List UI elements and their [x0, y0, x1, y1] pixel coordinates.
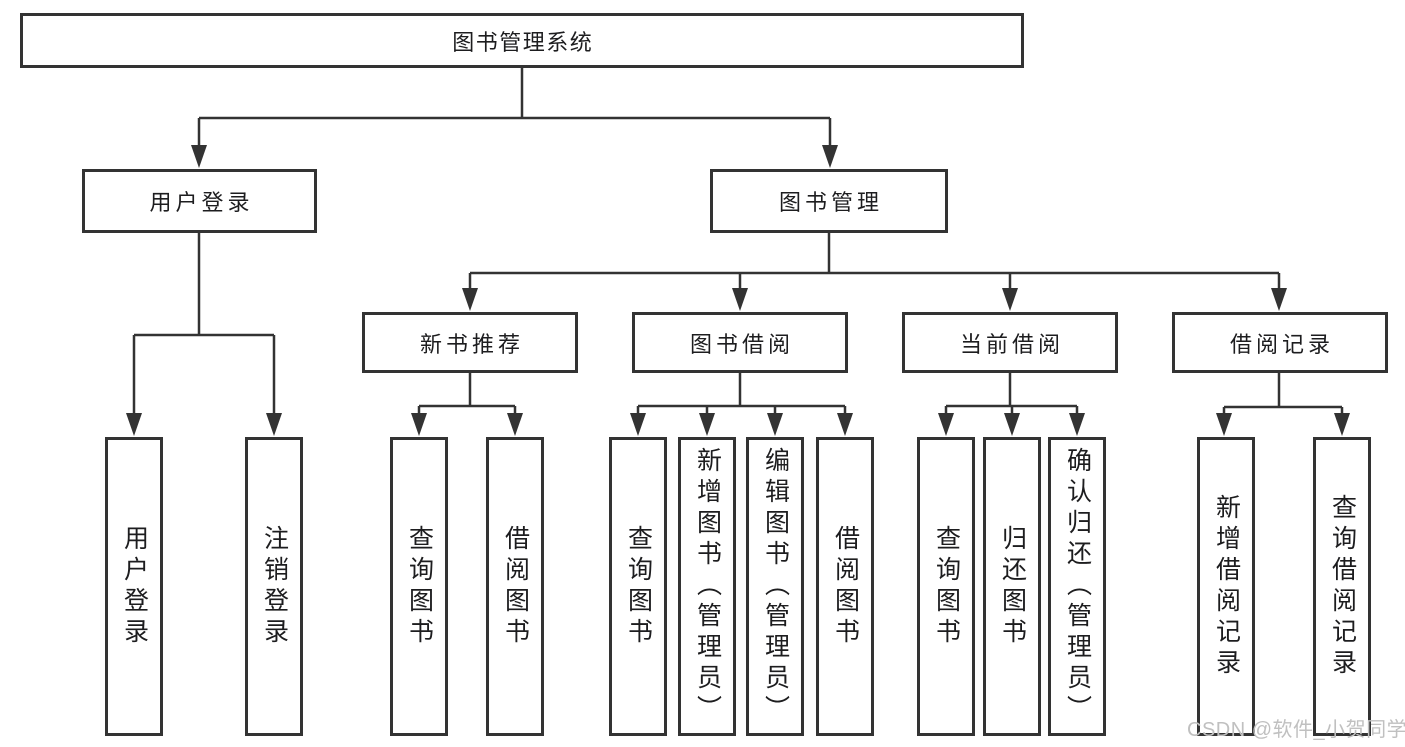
node-label: 借阅记录: [1229, 331, 1334, 357]
node-current-borrow: 当前借阅: [902, 312, 1118, 373]
arrowhead-icon: [507, 413, 523, 436]
leaf-return-books: 归还图书: [983, 437, 1041, 736]
node-label: 查询图书: [405, 524, 434, 649]
arrowhead-icon: [630, 413, 646, 436]
node-label: 当前借阅: [959, 331, 1064, 357]
node-label: 借阅图书: [501, 524, 530, 649]
leaf-query-books-current: 查询图书: [917, 437, 975, 736]
leaf-edit-books-admin: 编辑图书（管理员）: [746, 437, 804, 736]
node-label: 查询图书: [932, 524, 961, 649]
node-label: 新增图书（管理员）: [693, 447, 722, 726]
leaf-logout: 注销登录: [245, 437, 303, 736]
csdn-watermark: CSDN @软件_小贺同学: [1187, 719, 1405, 741]
arrowhead-icon: [266, 413, 282, 436]
arrowhead-icon: [462, 288, 478, 311]
node-label: 查询图书: [624, 524, 653, 649]
node-library-system: 图书管理系统: [20, 13, 1024, 68]
node-label: 图书借阅: [689, 331, 794, 357]
arrowhead-icon: [1002, 288, 1018, 311]
node-new-book-recommend: 新书推荐: [362, 312, 578, 373]
arrowhead-icon: [822, 145, 838, 168]
arrowhead-icon: [1004, 413, 1020, 436]
leaf-add-borrow-record: 新增借阅记录: [1197, 437, 1255, 736]
arrowhead-icon: [1216, 413, 1232, 436]
arrowhead-icon: [1271, 288, 1287, 311]
arrowhead-icon: [1069, 413, 1085, 436]
arrowhead-icon: [837, 413, 853, 436]
node-label: 图书管理系统: [452, 29, 594, 55]
node-label: 新书推荐: [419, 331, 524, 357]
leaf-borrow-books-recommend: 借阅图书: [486, 437, 544, 736]
node-borrow-records: 借阅记录: [1172, 312, 1388, 373]
node-book-borrow: 图书借阅: [632, 312, 848, 373]
node-label: 查询借阅记录: [1328, 493, 1357, 680]
arrowhead-icon: [191, 145, 207, 168]
leaf-add-books-admin: 新增图书（管理员）: [678, 437, 736, 736]
leaf-user-login: 用户登录: [105, 437, 163, 736]
arrowhead-icon: [767, 413, 783, 436]
arrowhead-icon: [938, 413, 954, 436]
node-label: 用户登录: [149, 190, 254, 215]
node-label: 编辑图书（管理员）: [761, 447, 790, 726]
arrowhead-icon: [411, 413, 427, 436]
leaf-borrow-books: 借阅图书: [816, 437, 874, 736]
leaf-query-borrow-record: 查询借阅记录: [1313, 437, 1371, 736]
node-label: 归还图书: [998, 524, 1027, 649]
node-user-login: 用户登录: [82, 169, 317, 233]
node-label: 借阅图书: [831, 524, 860, 649]
leaf-query-books-recommend: 查询图书: [390, 437, 448, 736]
arrowhead-icon: [732, 288, 748, 311]
arrowheads: [126, 145, 1350, 436]
arrowhead-icon: [1334, 413, 1350, 436]
arrowhead-icon: [699, 413, 715, 436]
leaf-confirm-return-admin: 确认归还（管理员）: [1048, 437, 1106, 736]
leaf-query-books-borrow: 查询图书: [609, 437, 667, 736]
node-label: 注销登录: [260, 524, 289, 649]
node-book-management: 图书管理: [710, 169, 948, 233]
node-label: 用户登录: [120, 524, 149, 649]
node-label: 确认归还（管理员）: [1063, 447, 1092, 726]
node-label: 图书管理: [778, 190, 883, 215]
arrowhead-icon: [126, 413, 142, 436]
node-label: 新增借阅记录: [1212, 493, 1241, 680]
